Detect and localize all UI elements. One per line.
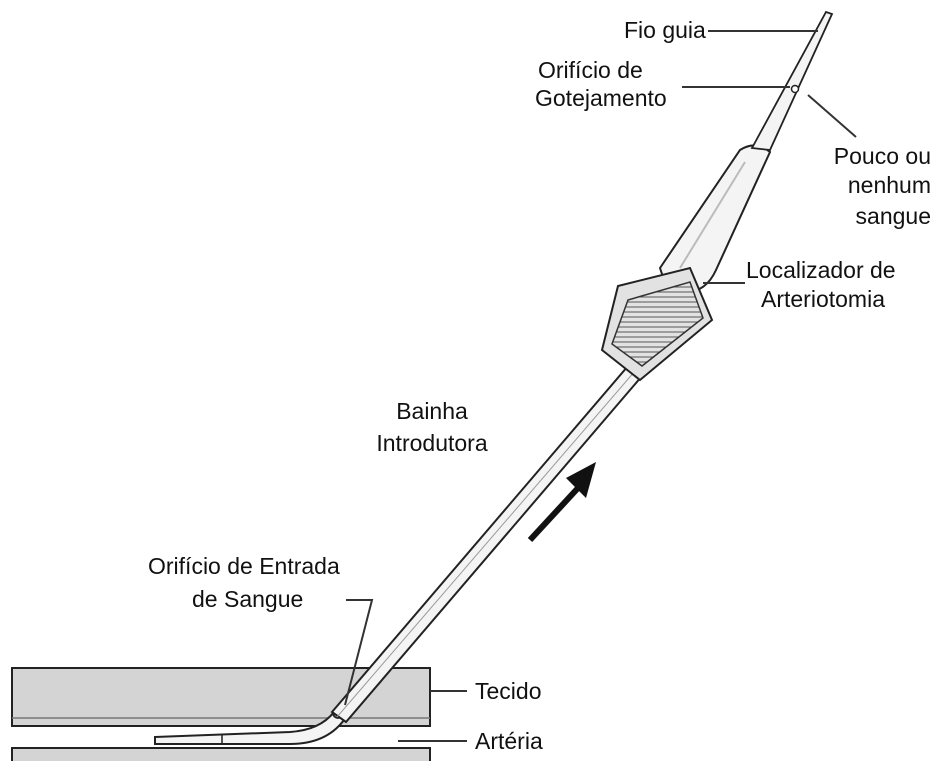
label-guidewire: Fio guia xyxy=(624,17,706,43)
label-little-blood-line2: nenhum xyxy=(848,172,931,198)
label-drip-hole-line1: Orifício de xyxy=(538,57,643,83)
label-sheath-line1: Bainha xyxy=(396,398,468,424)
locator-band xyxy=(600,266,714,382)
hub-highlight xyxy=(679,161,746,269)
guidewire-tube xyxy=(750,10,834,151)
label-little-blood-line3: sangue xyxy=(856,203,931,229)
locator-grip-ribs-icon xyxy=(611,281,704,367)
artery-lower-wall xyxy=(11,747,431,761)
drip-hole-icon xyxy=(790,84,800,94)
labels: Fio guia Orifício de Gotejamento Pouco o… xyxy=(148,17,931,754)
artery-wall xyxy=(11,747,431,761)
label-locator-line1: Localizador de xyxy=(746,257,896,283)
guidewire-assembly xyxy=(750,10,834,151)
label-blood-inlet-line2: de Sangue xyxy=(192,586,303,612)
label-blood-inlet-line1: Orifício de Entrada xyxy=(148,553,340,579)
label-little-blood-line1: Pouco ou xyxy=(834,143,931,169)
leader-little-blood xyxy=(807,94,857,138)
sheath-highlight xyxy=(336,370,636,718)
leader-blood-inlet xyxy=(344,599,374,706)
label-drip-hole-line2: Gotejamento xyxy=(535,85,667,111)
label-artery: Artéria xyxy=(475,728,543,754)
label-tissue: Tecido xyxy=(475,678,541,704)
leader-lines xyxy=(344,30,857,742)
introducer-sheath xyxy=(330,364,644,724)
label-locator-line2: Arteriotomia xyxy=(761,286,885,312)
withdraw-direction-arrow-icon xyxy=(527,462,596,543)
label-sheath-line2: Introdutora xyxy=(376,430,487,456)
